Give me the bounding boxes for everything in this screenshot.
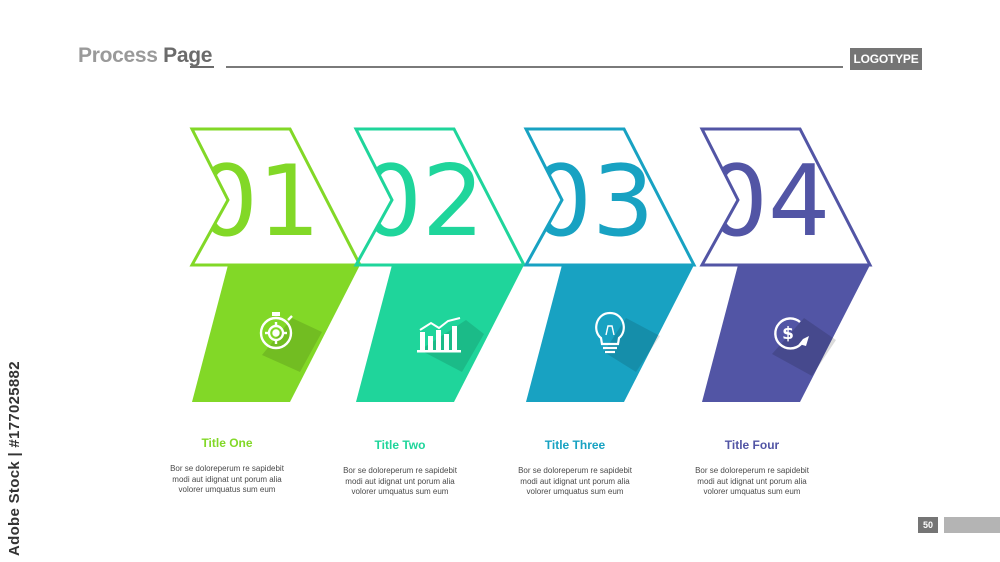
step-number-1: 01: [196, 145, 321, 259]
page-title: Process Page: [78, 44, 212, 68]
icon-shadow-3: [604, 318, 660, 372]
step-title-1: Title One: [201, 436, 253, 450]
icon-shadow-1: [262, 318, 322, 372]
dollar-cycle-icon: $: [774, 317, 809, 350]
arrow-fill-3: [526, 265, 694, 402]
arrow-fill-4: [702, 265, 870, 402]
step-arrow-1: 01: [189, 127, 363, 402]
title-underline: [190, 66, 214, 68]
step-number-4: 04: [706, 145, 831, 259]
step-desc-4-line: Bor se doloreperum re sapidebit: [695, 466, 809, 475]
step-title-3: Title Three: [544, 438, 606, 452]
header-rule: [226, 66, 843, 68]
page-number: 50: [918, 517, 938, 533]
lightbulb-icon: [595, 311, 625, 354]
step-arrow-4: 04 $: [699, 127, 873, 402]
title-part-2: Page: [163, 44, 213, 67]
step-desc-3-line: Bor se doloreperum re sapidebit: [518, 466, 632, 475]
step-title-4: Title Four: [724, 438, 780, 452]
bar-chart-trend-icon: [417, 317, 461, 353]
step-desc-2-line: modi aut idignat unt porum alia: [345, 476, 455, 486]
step-desc-2-line: Bor se doloreperum re sapidebit: [343, 466, 457, 475]
step-desc-4-line: modi aut idignat unt porum alia: [697, 476, 807, 486]
step-desc-1-line: volorer umquatus sum eum: [178, 485, 276, 494]
step-desc-1: Bor se doloreperum re sapidebit modi aut…: [147, 464, 307, 496]
step-desc-1-line: modi aut idignat unt porum alia: [172, 474, 282, 484]
step-arrow-3: 03: [523, 127, 697, 402]
step-desc-3-line: modi aut idignat unt porum alia: [520, 476, 630, 486]
step-desc-2: Bor se doloreperum re sapidebit modi aut…: [320, 466, 480, 498]
logotype: LOGOTYPE: [850, 48, 922, 70]
step-desc-4: Bor se doloreperum re sapidebit modi aut…: [672, 466, 832, 498]
icon-shadow-4: [772, 318, 836, 376]
step-arrow-2: 02: [353, 127, 527, 402]
step-number-2: 02: [360, 145, 485, 259]
stopwatch-gear-icon: [259, 312, 293, 350]
step-title-2: Title Two: [374, 438, 426, 452]
step-desc-4-line: volorer umquatus sum eum: [703, 487, 801, 496]
step-desc-3-line: volorer umquatus sum eum: [526, 487, 624, 496]
step-desc-3: Bor se doloreperum re sapidebit modi aut…: [495, 466, 655, 498]
step-desc-1-line: Bor se doloreperum re sapidebit: [170, 464, 284, 473]
page-number-bar: [944, 517, 1000, 533]
svg-text:$: $: [782, 324, 794, 344]
title-part-1: Process: [78, 44, 164, 67]
step-desc-2-line: volorer umquatus sum eum: [351, 487, 449, 496]
step-number-3: 03: [530, 145, 655, 259]
